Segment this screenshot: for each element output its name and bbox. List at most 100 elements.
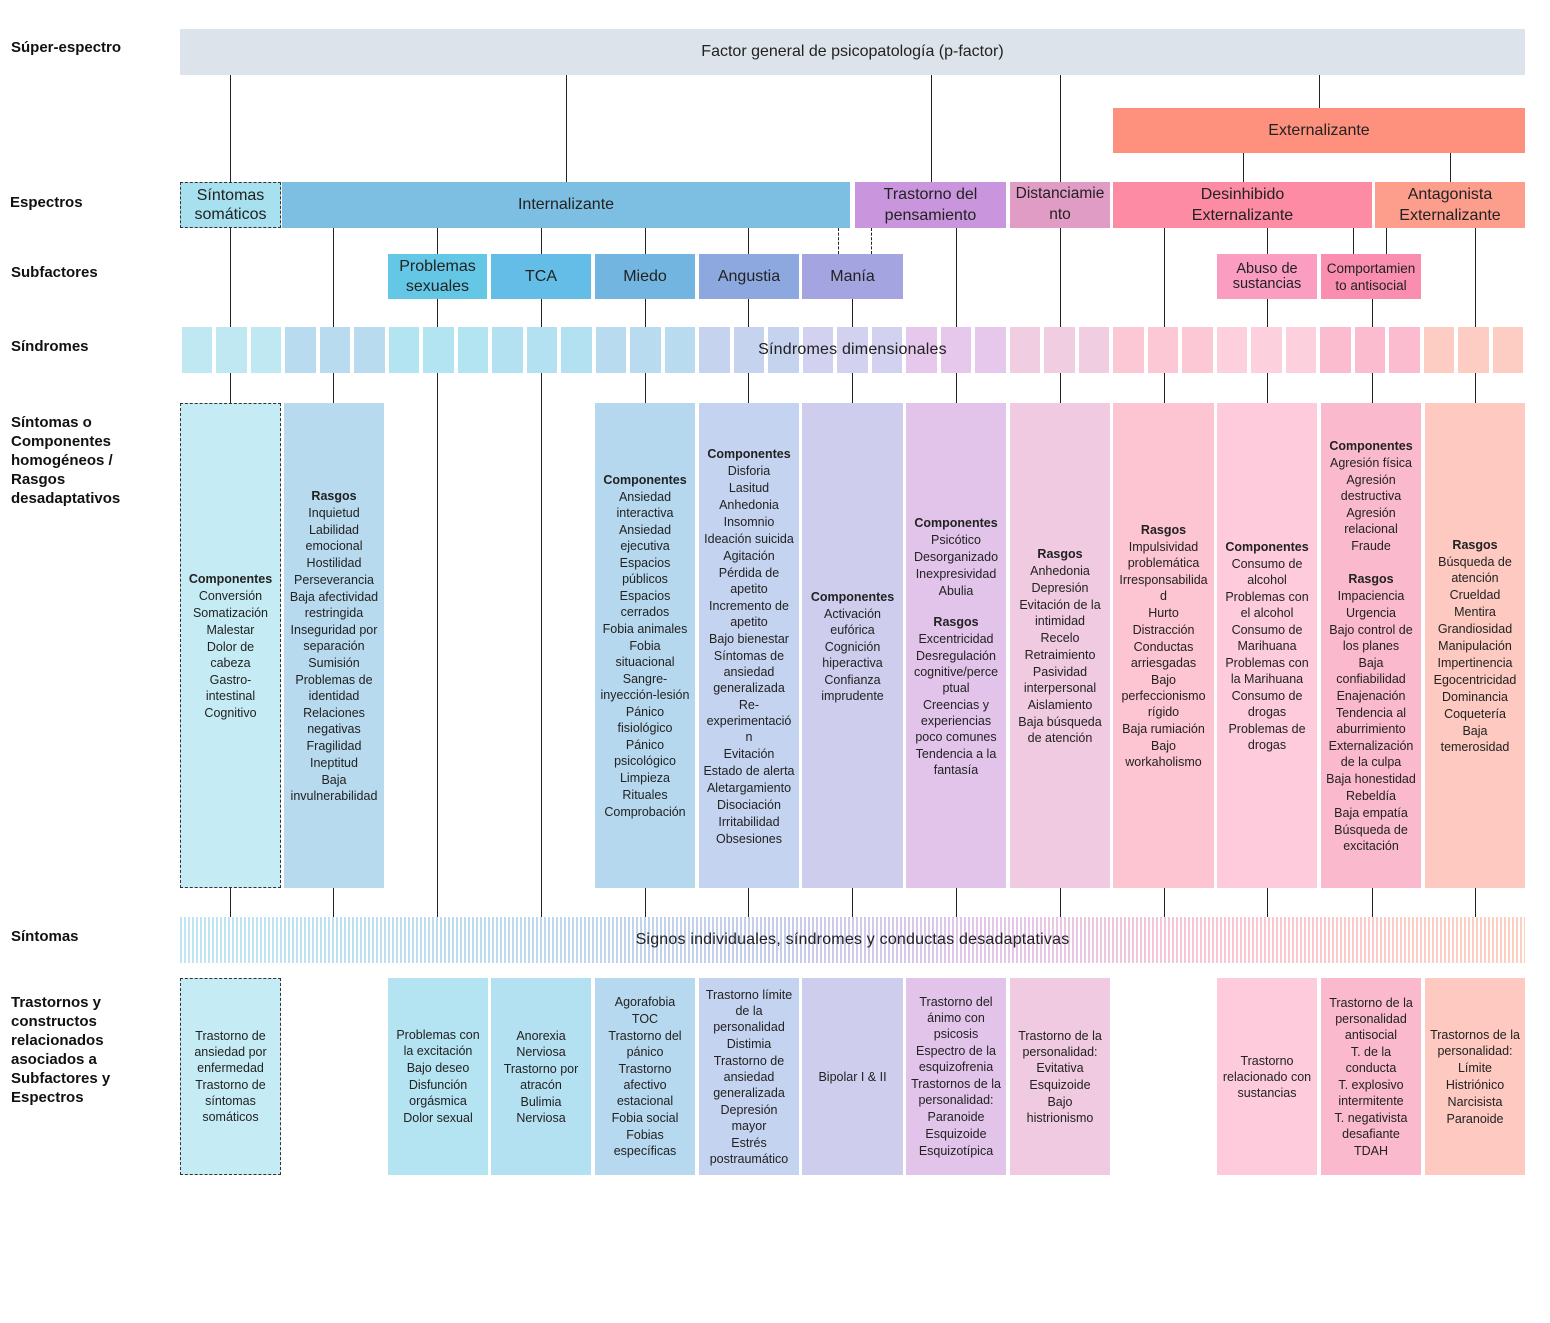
list-item: Distimia	[726, 1036, 772, 1051]
list-item: Rituales	[622, 788, 668, 802]
list-item: Consumo de alcohol	[1231, 557, 1303, 587]
row-label-spectra: Espectros	[10, 194, 83, 211]
connector-line	[1353, 228, 1354, 254]
syndrome-cell	[216, 327, 247, 373]
list-item: Conversión	[198, 589, 263, 603]
connector-line	[1450, 153, 1451, 182]
syndrome-cell	[492, 327, 523, 373]
list-item: Rebeldía	[1345, 789, 1397, 803]
list-item: Abulia	[938, 583, 974, 598]
connector-line	[956, 888, 957, 917]
list-item: Comprobación	[604, 805, 686, 819]
spectrum-internalizing: Internalizante	[282, 182, 850, 228]
connector-line	[1267, 228, 1268, 254]
connector-line	[1060, 228, 1061, 403]
disorders-substance: Trastorno relacionado con sustancias	[1217, 978, 1317, 1175]
list-item: T. negativista desafiante	[1334, 1110, 1408, 1141]
row-label-super-spectrum: Súper-espectro	[11, 39, 122, 56]
spectrum-somatic: Síntomas somáticos	[180, 182, 281, 228]
syndrome-cell	[1458, 327, 1489, 373]
list-item: Fobia social	[611, 1111, 679, 1125]
list-item: Aislamiento	[1027, 698, 1093, 712]
list-item: Fobias específicas	[613, 1128, 677, 1158]
list-item: Bajo control de los planes	[1329, 623, 1413, 653]
list-item: Trastorno límite de la personalidad	[705, 987, 793, 1034]
connector-line	[1267, 888, 1268, 917]
list-item: Relaciones negativas	[303, 706, 365, 736]
list-item: Problemas con la Marihuana	[1225, 656, 1309, 686]
list-item: Confianza imprudente	[821, 672, 884, 703]
components-header: Componentes	[1225, 540, 1309, 554]
list-item: Trastorno de ansiedad generalizada	[713, 1053, 785, 1100]
subfactor-substance: Abuso de sustancias	[1217, 254, 1317, 299]
connector-line	[1243, 153, 1244, 182]
syndrome-cell	[1354, 327, 1386, 373]
list-item: Impertinencia	[1437, 656, 1513, 670]
syndrome-cell	[768, 327, 799, 373]
list-item: Fobia animales	[602, 622, 688, 636]
syndrome-cell	[837, 327, 868, 373]
list-item: Conductas arriesgadas	[1130, 640, 1197, 670]
connector-line	[931, 75, 932, 182]
list-item: Incremento de apetito	[709, 598, 789, 629]
connector-line	[230, 75, 231, 182]
list-item: Irritabilidad	[718, 814, 780, 829]
subfactor-sexual-problems: Problemas sexuales	[388, 254, 487, 299]
dashed-connector	[871, 228, 872, 254]
connector-line	[333, 228, 334, 403]
list-item: Dolor de cabeza	[206, 640, 255, 670]
syndrome-cell	[699, 327, 730, 373]
externalizing-label: Externalizante	[1268, 121, 1370, 139]
externalizing-bar: Externalizante	[1113, 108, 1525, 153]
list-item: Bajo bienestar	[709, 631, 789, 646]
syndrome-cell	[1285, 327, 1317, 373]
list-item: Recelo	[1040, 631, 1080, 645]
syndrome-cell	[319, 327, 351, 373]
p-factor-label: Factor general de psicopatología (p-fact…	[701, 43, 1004, 60]
list-item: Hurto	[1148, 606, 1179, 620]
list-item: Externalización de la culpa	[1328, 739, 1414, 769]
list-item: Problemas con el alcohol	[1225, 590, 1309, 620]
disorders-list: Bipolar I & II	[818, 1068, 886, 1086]
list-item: Disfunción orgásmica	[408, 1078, 468, 1108]
syndrome-cell	[940, 327, 972, 373]
list-item: TDAH	[1353, 1143, 1388, 1158]
syndrome-cell	[1078, 327, 1110, 373]
list-item: Búsqueda de excitación	[1334, 823, 1408, 853]
list-item: T. explosivo intermitente	[1338, 1077, 1404, 1108]
components-header: Componentes	[1329, 439, 1413, 453]
symptoms-label: Signos individuales, síndromes y conduct…	[635, 931, 1070, 948]
row-label-syndromes: Síndromes	[11, 338, 89, 355]
list-item: Trastornos de la personalidad:	[911, 1077, 1001, 1107]
list-item: Bulimia Nerviosa	[516, 1094, 566, 1125]
list-item: Límite	[1457, 1060, 1493, 1075]
list-item: Anorexia Nerviosa	[516, 1028, 566, 1059]
traits-header: Rasgos	[311, 489, 357, 503]
row-label-disorders: Trastornos y constructos relacionados as…	[11, 994, 111, 1106]
list-item: Sumisión	[308, 656, 360, 670]
syndromes-label: Síndromes dimensionales	[758, 341, 947, 358]
syndrome-cell	[1009, 327, 1041, 373]
syndrome-cell	[595, 327, 627, 373]
subfactor-fear: Miedo	[595, 254, 695, 299]
list-item: Grandiosidad	[1437, 622, 1513, 636]
connector-line	[645, 888, 646, 917]
list-item: Bipolar I & II	[818, 1069, 887, 1084]
list-item: Esquizoide	[925, 1127, 987, 1141]
list-item: Pasividad interpersonal	[1023, 665, 1097, 695]
syndrome-cell	[457, 327, 489, 373]
list-item: Fragilidad	[306, 739, 362, 753]
list-item: Disforia	[727, 463, 771, 478]
